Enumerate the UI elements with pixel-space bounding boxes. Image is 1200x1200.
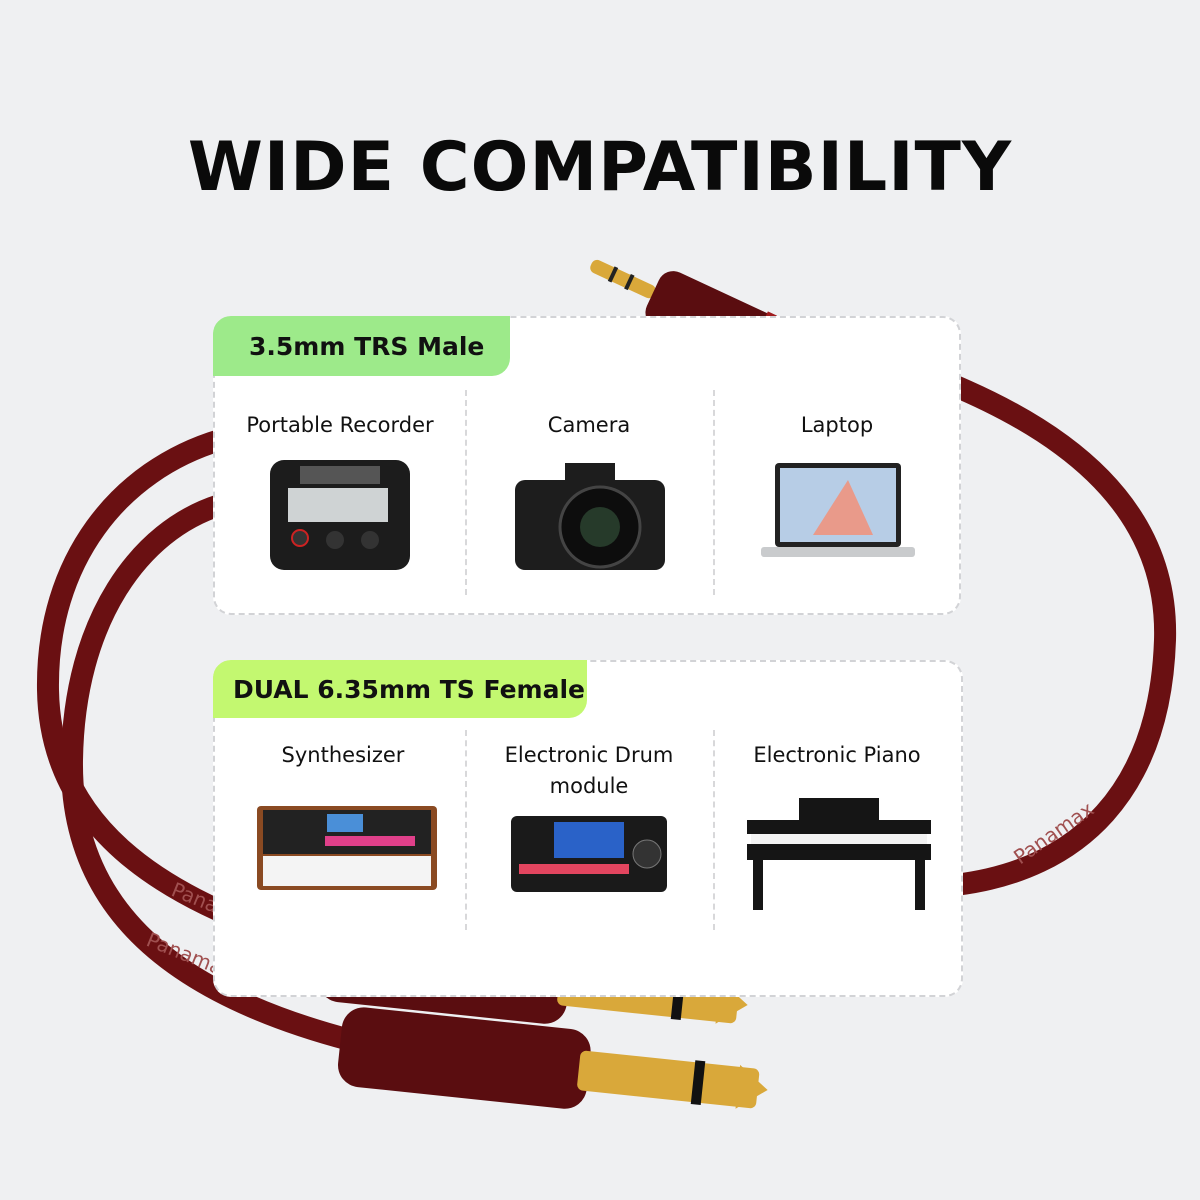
- divider: [713, 390, 715, 595]
- device-label: Laptop: [800, 413, 874, 437]
- device-label: Camera: [547, 413, 631, 437]
- device-label: Synthesizer: [281, 743, 405, 767]
- device-camera: Camera: [465, 410, 713, 570]
- camera-icon: [515, 463, 665, 570]
- cable-left-2: [60, 494, 361, 1051]
- male-compat-card: 3.5mm TRS Male Portable Recorder Camera …: [213, 316, 961, 615]
- cable-left-1: [36, 429, 341, 961]
- portable-recorder-icon: [270, 460, 410, 570]
- synthesizer-icon: [257, 806, 437, 890]
- device-synthesizer: Synthesizer: [215, 740, 471, 890]
- device-label: Portable Recorder: [246, 413, 434, 437]
- female-compat-card: DUAL 6.35mm TS Female Synthesizer Electr…: [213, 660, 963, 997]
- section-tag: 3.5mm TRS Male: [213, 316, 510, 376]
- ts-plug-icon-2: [337, 1007, 768, 1109]
- section-tag: DUAL 6.35mm TS Female: [213, 660, 587, 718]
- device-label: Electronic Drum module: [504, 743, 674, 798]
- device-piano: Electronic Piano: [713, 740, 961, 910]
- drum-module-icon: [511, 816, 667, 892]
- divider: [465, 390, 467, 595]
- device-drum-module: Electronic Drum module: [465, 740, 713, 892]
- piano-icon: [747, 798, 931, 910]
- device-laptop: Laptop: [713, 410, 961, 557]
- device-portable-recorder: Portable Recorder: [215, 410, 465, 570]
- laptop-icon: [761, 463, 915, 557]
- page-title: WIDE COMPATIBILITY: [187, 128, 1013, 207]
- cable-top: [809, 329, 1177, 896]
- divider: [713, 730, 715, 930]
- divider: [465, 730, 467, 930]
- device-label: Electronic Piano: [753, 743, 921, 767]
